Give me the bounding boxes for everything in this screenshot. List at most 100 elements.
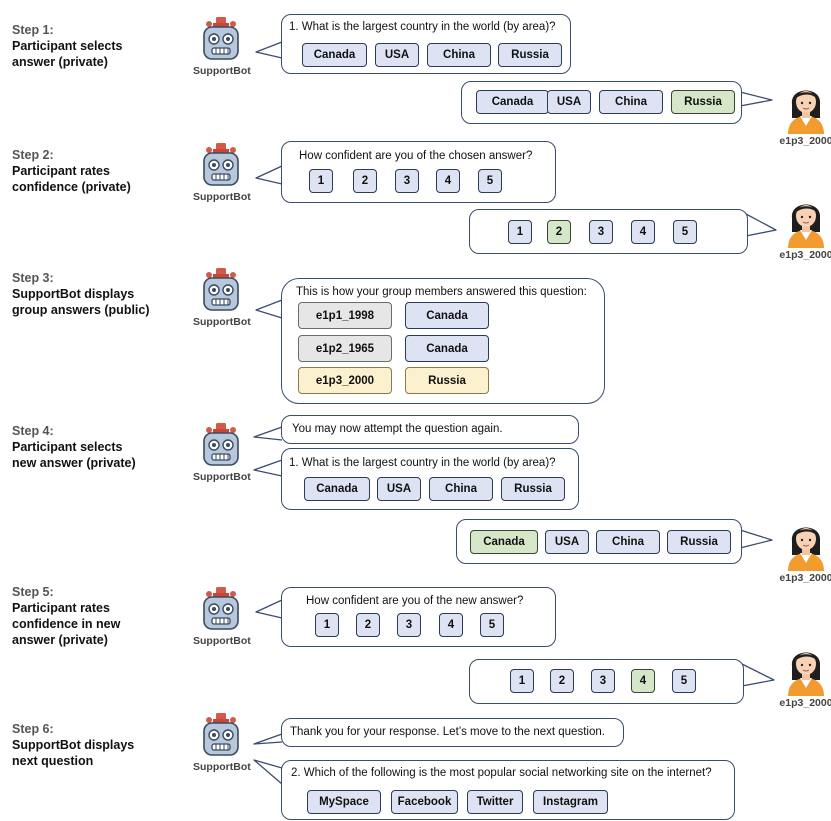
robot-icon <box>203 587 239 630</box>
confidence-option-5[interactable]: 5 <box>480 613 504 637</box>
step-number: Step 2: <box>12 148 54 162</box>
answer-option-china[interactable]: China <box>596 530 660 554</box>
answer-option-canada-selected[interactable]: Canada <box>470 530 538 554</box>
participant-name: e1p3_2000 <box>779 135 831 147</box>
woman-avatar-icon <box>788 652 824 696</box>
bot-name: SupportBot <box>193 761 251 773</box>
step-description: Participant rates confidence (private) <box>12 164 131 194</box>
participant-name: e1p3_2000 <box>779 572 831 584</box>
group-member-answer: Canada <box>405 335 489 362</box>
answer-option-usa[interactable]: USA <box>375 43 419 67</box>
step-5: Step 5: Participant rates confidence in … <box>12 584 182 648</box>
step-description: Participant selects answer (private) <box>12 39 123 69</box>
robot-icon <box>203 268 239 311</box>
step-1: Step 1: Participant selects answer (priv… <box>12 22 182 70</box>
bot-question-bubble: 1. What is the largest country in the wo… <box>281 448 579 510</box>
answer-option-myspace[interactable]: MySpace <box>307 790 381 814</box>
confidence-option-4[interactable]: 4 <box>436 169 460 193</box>
bot-retry-bubble: You may now attempt the question again. <box>281 415 579 444</box>
confidence-option-5[interactable]: 5 <box>478 169 502 193</box>
confidence-option-2[interactable]: 2 <box>550 669 574 693</box>
bot-name: SupportBot <box>193 191 251 203</box>
bot-confidence-bubble: How confident are you of the chosen answ… <box>281 141 556 203</box>
question-text: 2. Which of the following is the most po… <box>291 767 712 779</box>
participant-name: e1p3_2000 <box>779 697 831 709</box>
answer-option-facebook[interactable]: Facebook <box>391 790 458 814</box>
answer-option-usa[interactable]: USA <box>547 90 591 114</box>
confidence-option-5[interactable]: 5 <box>672 669 696 693</box>
confidence-option-5[interactable]: 5 <box>673 220 697 244</box>
supportbot-avatar: SupportBot <box>193 710 251 773</box>
participant-avatar: e1p3_2000 <box>775 640 831 709</box>
step-number: Step 3: <box>12 271 54 285</box>
woman-avatar-icon <box>788 90 824 134</box>
answer-option-canada[interactable]: Canada <box>302 43 367 67</box>
group-answers-prompt: This is how your group members answered … <box>296 286 587 298</box>
answer-option-russia-selected[interactable]: Russia <box>671 90 735 114</box>
supportbot-avatar: SupportBot <box>193 420 251 483</box>
confidence-option-2-selected[interactable]: 2 <box>547 220 571 244</box>
step-description: SupportBot displays group answers (publi… <box>12 287 150 317</box>
bot-name: SupportBot <box>193 635 251 647</box>
step-number: Step 6: <box>12 722 54 736</box>
group-answers-bubble: This is how your group members answered … <box>281 278 605 404</box>
answer-option-usa[interactable]: USA <box>377 477 421 501</box>
step-number: Step 5: <box>12 585 54 599</box>
retry-text: You may now attempt the question again. <box>292 423 503 435</box>
bot-name: SupportBot <box>193 316 251 328</box>
participant-name: e1p3_2000 <box>779 249 831 261</box>
participant-avatar: e1p3_2000 <box>775 515 831 584</box>
answer-option-china[interactable]: China <box>429 477 493 501</box>
confidence-prompt: How confident are you of the new answer? <box>306 595 524 607</box>
answer-option-russia[interactable]: Russia <box>498 43 562 67</box>
step-number: Step 1: <box>12 23 54 37</box>
confidence-option-4[interactable]: 4 <box>631 220 655 244</box>
confidence-option-3[interactable]: 3 <box>395 169 419 193</box>
step-description: SupportBot displays next question <box>12 738 135 768</box>
group-member-answer-self: Russia <box>405 367 489 394</box>
supportbot-avatar: SupportBot <box>193 14 251 77</box>
answer-option-usa[interactable]: USA <box>545 530 589 554</box>
supportbot-avatar: SupportBot <box>193 584 251 647</box>
group-member-answer: Canada <box>405 302 489 329</box>
step-description: Participant rates confidence in new answ… <box>12 601 121 647</box>
confidence-option-4-selected[interactable]: 4 <box>631 669 655 693</box>
group-member-name: e1p1_1998 <box>298 302 392 329</box>
robot-icon <box>203 143 239 186</box>
bot-name: SupportBot <box>193 471 251 483</box>
answer-option-china[interactable]: China <box>427 43 491 67</box>
answer-option-canada[interactable]: Canada <box>304 477 370 501</box>
answer-option-china[interactable]: China <box>599 90 663 114</box>
confidence-option-2[interactable]: 2 <box>353 169 377 193</box>
thanks-text: Thank you for your response. Let’s move … <box>290 726 605 738</box>
participant-answer-bubble: Canada USA China Russia <box>461 81 742 124</box>
confidence-option-1[interactable]: 1 <box>309 169 333 193</box>
answer-option-twitter[interactable]: Twitter <box>467 790 523 814</box>
supportbot-avatar: SupportBot <box>193 265 251 328</box>
answer-option-russia[interactable]: Russia <box>667 530 731 554</box>
woman-avatar-icon <box>788 527 824 571</box>
confidence-option-3[interactable]: 3 <box>591 669 615 693</box>
bot-name: SupportBot <box>193 65 251 77</box>
confidence-option-3[interactable]: 3 <box>589 220 613 244</box>
step-4: Step 4: Participant selects new answer (… <box>12 423 182 471</box>
robot-icon <box>203 713 239 756</box>
confidence-option-2[interactable]: 2 <box>356 613 380 637</box>
supportbot-avatar: SupportBot <box>193 140 251 203</box>
confidence-prompt: How confident are you of the chosen answ… <box>299 150 533 162</box>
answer-option-instagram[interactable]: Instagram <box>533 790 608 814</box>
confidence-option-1[interactable]: 1 <box>510 669 534 693</box>
confidence-option-4[interactable]: 4 <box>439 613 463 637</box>
bot-thanks-bubble: Thank you for your response. Let’s move … <box>281 718 624 747</box>
participant-confidence-bubble: 1 2 3 4 5 <box>469 209 748 254</box>
answer-option-canada[interactable]: Canada <box>476 90 549 114</box>
answer-option-russia[interactable]: Russia <box>501 477 565 501</box>
confidence-option-1[interactable]: 1 <box>508 220 532 244</box>
participant-answer-bubble: Canada USA China Russia <box>456 519 742 564</box>
step-number: Step 4: <box>12 424 54 438</box>
confidence-option-1[interactable]: 1 <box>315 613 339 637</box>
confidence-option-3[interactable]: 3 <box>397 613 421 637</box>
woman-avatar-icon <box>788 204 824 248</box>
participant-avatar: e1p3_2000 <box>775 192 831 261</box>
